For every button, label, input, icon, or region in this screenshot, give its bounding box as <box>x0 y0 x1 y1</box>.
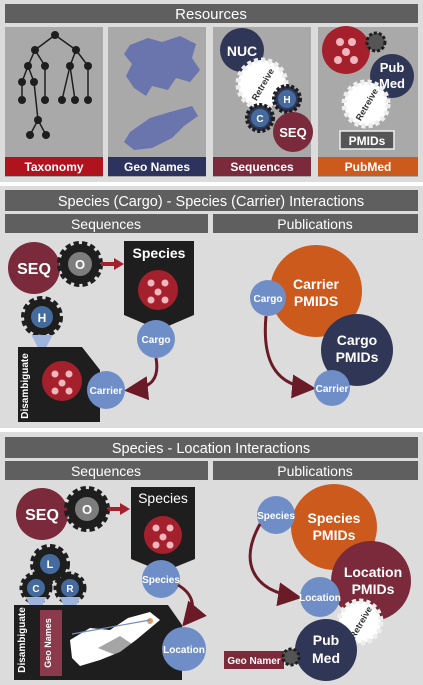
retreive-gear-icon: Retreive <box>235 57 289 111</box>
taxonomy-panel: Taxonomy <box>5 27 103 177</box>
pubmed-panel: Pub Med Retreive PMIDs PubMed <box>318 26 418 177</box>
cargo-carrier-title: Species (Cargo) - Species (Carrier) Inte… <box>58 194 364 210</box>
cargo-pmids-line1: Cargo <box>337 332 377 348</box>
c-gear-icon: C <box>245 103 275 133</box>
location-publications-title: Publications <box>277 463 353 479</box>
seq-label-3: SEQ <box>25 507 59 524</box>
c-label: C <box>256 114 263 125</box>
h-label-2: H <box>38 311 47 325</box>
h-label: H <box>283 95 290 106</box>
geo-names-tag <box>40 610 62 676</box>
cargo-pmids-line2: PMIDs <box>336 349 379 365</box>
location-label: Location <box>163 645 205 656</box>
location-pub-label: Pub <box>313 632 339 648</box>
species-small-label: Species <box>142 575 180 586</box>
med-label: Med <box>379 76 405 91</box>
carrier-pmids-circle <box>270 245 362 337</box>
resources-title: Resources <box>175 6 247 23</box>
pub-carrier-label: Carrier <box>316 384 349 395</box>
nuc-label: NUC <box>227 43 257 59</box>
species-label-2: Species <box>138 490 188 506</box>
pubmed-retreive-gear-icon: Retreive <box>341 79 391 129</box>
cargo-publications-header <box>213 214 418 233</box>
pub-species-label: Species <box>257 511 295 522</box>
nuc-circle <box>220 28 264 72</box>
o-label-2: O <box>82 502 92 517</box>
sequences-label: Sequences <box>230 160 294 174</box>
seq-circle <box>273 112 313 152</box>
carrier-pmids-line1: Carrier <box>293 276 339 292</box>
pub-cargo-label: Cargo <box>254 294 283 305</box>
species-pmids-line2: PMIDs <box>313 527 356 543</box>
location-sequences-header <box>5 461 208 480</box>
pub-cargo-circle <box>250 280 286 316</box>
location-pubmed-circle <box>295 619 357 681</box>
carrier-label: Carrier <box>90 386 123 397</box>
location-pmids-circle <box>331 541 411 621</box>
pmids-label: PMIDs <box>349 134 386 148</box>
pub-location-label: Location <box>299 593 341 604</box>
taxonomy-label: Taxonomy <box>24 160 83 174</box>
carrier-pmids-line2: PMIDS <box>294 293 338 309</box>
location-title: Species - Location Interactions <box>112 441 310 457</box>
small-gear-icon <box>365 31 387 53</box>
map-silhouette-icon <box>70 612 160 666</box>
pubmed-label: PubMed <box>345 160 392 174</box>
cargo-carrier-header <box>5 190 418 211</box>
location-header <box>5 437 418 458</box>
species-pmids-line1: Species <box>308 510 361 526</box>
pub-label: Pub <box>380 60 405 75</box>
seq-circle-2 <box>8 242 60 294</box>
cargo-publications-title: Publications <box>277 216 353 232</box>
carrier-circle <box>87 371 125 409</box>
seq-label-2: SEQ <box>17 261 51 278</box>
geo-names-panel: Geo Names <box>108 27 206 177</box>
geo-namer-label: Geo Namer <box>227 656 280 667</box>
r-label: R <box>66 584 74 595</box>
pub-species-circle <box>257 496 295 534</box>
location-retreive-gear-icon: Retreive <box>336 598 384 646</box>
species-circle-small <box>142 560 180 598</box>
disambiguate-label-2: Disambiguate <box>17 607 28 673</box>
location-pmids-line2: PMIDs <box>352 581 395 597</box>
seq-circle-3 <box>16 488 68 540</box>
cargo-sequences-title: Sequences <box>71 216 141 232</box>
pmids-box <box>339 130 395 150</box>
resources-header <box>5 4 418 23</box>
location-publications-header <box>213 461 418 480</box>
pubmed-circle <box>370 54 414 98</box>
o-gear-icon: O <box>57 241 103 287</box>
species-label: Species <box>133 245 186 261</box>
location-sequences-title: Sequences <box>71 463 141 479</box>
l-label: L <box>47 559 54 571</box>
sequences-panel: NUC Retreive H C SEQ Sequences <box>213 27 313 177</box>
geo-namer-gear-icon <box>281 647 301 667</box>
disambiguate-label: Disambiguate <box>20 353 31 419</box>
geo-names-label: Geo Names <box>124 160 190 174</box>
h-gear-icon: H <box>272 84 302 114</box>
o-label: O <box>75 257 85 272</box>
cargo-sequences-header <box>5 214 208 233</box>
pub-carrier-circle <box>314 370 350 406</box>
c-gear-icon-2: C <box>19 571 53 605</box>
cargo-label: Cargo <box>142 335 171 346</box>
o-gear-icon-2: O <box>64 486 110 532</box>
pub-location-circle <box>300 577 340 617</box>
cargo-pmids-circle <box>321 314 393 386</box>
h-gear-icon-2: H <box>21 296 63 338</box>
c-label-2: C <box>32 584 39 595</box>
geo-namer-box <box>224 651 284 669</box>
cargo-circle <box>137 320 175 358</box>
location-pmids-line1: Location <box>344 564 402 580</box>
seq-label: SEQ <box>279 125 306 140</box>
geo-names-tag-label: Geo Names <box>43 618 53 668</box>
location-med-label: Med <box>312 650 340 666</box>
location-circle <box>162 627 206 671</box>
japan-map-icon <box>124 106 198 150</box>
r-gear-icon: R <box>53 571 87 605</box>
europe-map-icon <box>124 36 200 96</box>
